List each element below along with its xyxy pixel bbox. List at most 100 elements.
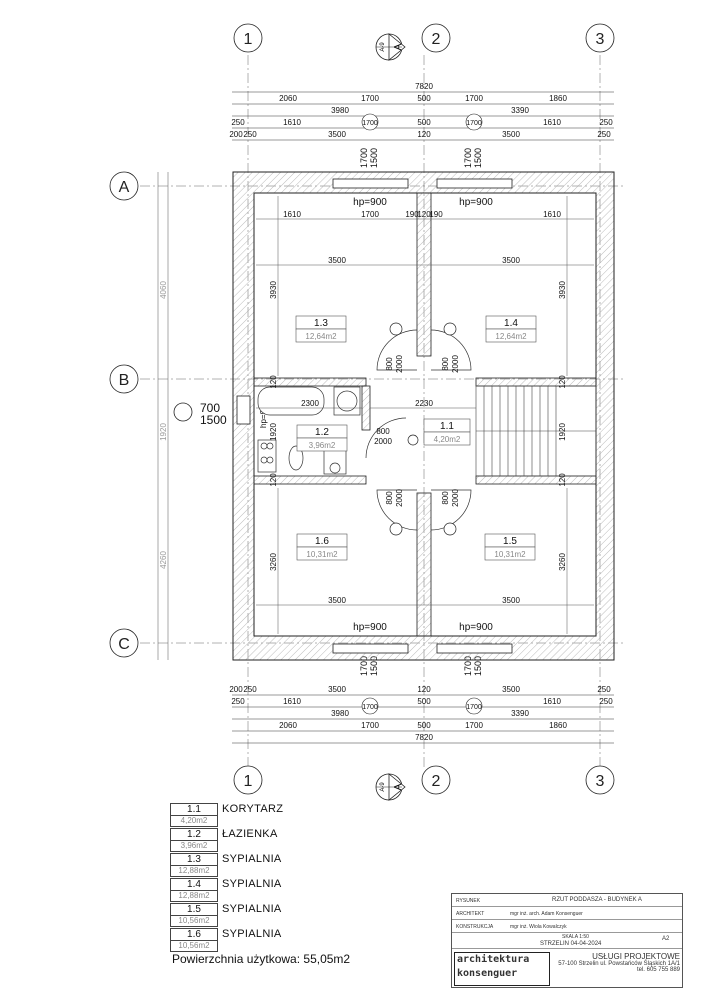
svg-text:A: A [393, 783, 404, 790]
legend-room-id: 1.5 [170, 903, 218, 915]
grid-col-1-bottom: 1 [244, 773, 253, 790]
room-1-2-area: 3,96m2 [309, 441, 336, 450]
door-800-tl: 800 [385, 357, 394, 371]
inner-dim-1610-l: 1610 [283, 210, 301, 219]
left-dimension-chain [157, 172, 169, 660]
dim-b-r2-a: 3980 [331, 709, 349, 718]
roof-window-1500-tr: 1500 [473, 148, 483, 168]
grid-row-a: A [119, 179, 130, 196]
dim-r3-a: 250 [231, 118, 245, 127]
room-legend: 1.1 4,20m2 KORYTARZ 1.2 3,96m2 ŁAZIENKA … [170, 803, 420, 953]
room-1-1-area: 4,20m2 [434, 435, 461, 444]
dim-r4-c: 3500 [328, 130, 346, 139]
dim-b-r2-b: 3390 [511, 709, 529, 718]
door-2000-bl: 2000 [395, 489, 404, 507]
legend-room-area: 4,20m2 [170, 815, 218, 827]
tb-drawing-title: RZUT PODDASZA - BUDYNEK A [552, 897, 642, 903]
circled-1700-d: 1700 [466, 704, 482, 711]
legend-row: 1.5 10,56m2 SYPIALNIA [170, 903, 420, 928]
roof-window-1500-tl: 1500 [369, 148, 379, 168]
company-info: USŁUGI PROJEKTOWE 57-100 Strzelin ul. Po… [552, 952, 680, 973]
door-2000-br: 2000 [451, 489, 460, 507]
door-800-tr: 800 [441, 357, 450, 371]
dim-r3-e: 250 [599, 118, 613, 127]
company-name: USŁUGI PROJEKTOWE [592, 952, 680, 961]
room-depth-tr: 3930 [558, 281, 567, 299]
roof-window-1700-br: 1700 [463, 656, 473, 676]
legend-row: 1.3 12,88m2 SYPIALNIA [170, 853, 420, 878]
dim-r4-b: 250 [243, 130, 257, 139]
dim-r4-f: 250 [597, 130, 611, 139]
dim-b-r4-f: 250 [597, 685, 611, 694]
room-1-1-id: 1.1 [440, 421, 454, 432]
dim-b-r1-a: 2060 [279, 721, 297, 730]
legend-room-id: 1.1 [170, 803, 218, 815]
inner-dimension-lines [256, 196, 594, 634]
dim-b-r4-a: 200 [229, 685, 243, 694]
svg-text:A-9: A-9 [380, 782, 386, 792]
dim-r4-e: 3500 [502, 130, 520, 139]
room-width-bottom-l: 3500 [328, 596, 346, 605]
tb-person-architect: mgr inż. arch. Adam Konsenguer [510, 911, 583, 917]
hp-label-bl: hp=900 [353, 622, 387, 633]
roof-window-1500-br: 1500 [473, 656, 483, 676]
total-usable-area: Powierzchnia użytkowa: 55,05m2 [172, 952, 351, 966]
tb-sheet: A2 [662, 936, 670, 942]
dim-b-r3-c: 500 [417, 697, 431, 706]
legend-room-name: SYPIALNIA [222, 903, 282, 915]
svg-text:A: A [393, 43, 404, 50]
roof-windows [332, 178, 513, 654]
legend-room-id: 1.4 [170, 878, 218, 890]
inner-dim-1700-l: 1700 [361, 210, 379, 219]
legend-row: 1.4 12,88m2 SYPIALNIA [170, 878, 420, 903]
inner-dim-190-l: 190 [405, 210, 419, 219]
dim-r2-a: 3980 [331, 106, 349, 115]
legend-room-id: 1.6 [170, 928, 218, 940]
dimension-lines-top [232, 91, 614, 141]
title-block: RYSUNEK RZUT PODDASZA - BUDYNEK A ARCHIT… [451, 893, 683, 988]
inner-dim-1610-r: 1610 [543, 210, 561, 219]
ext-window-700: 700 [200, 401, 220, 415]
dim-r1-a: 2060 [279, 94, 297, 103]
circled-1700-c: 1700 [362, 704, 378, 711]
legend-room-area: 10,56m2 [170, 940, 218, 952]
room-depth-bl: 3260 [269, 553, 278, 571]
legend-room-name: SYPIALNIA [222, 878, 282, 890]
dim-r1-d: 1700 [465, 94, 483, 103]
tb-scale: SKALA 1:50 [562, 934, 589, 940]
company-logo: architektura konsenguer [454, 952, 550, 986]
logo-line-top: architektura [457, 954, 530, 965]
legend-room-id: 1.3 [170, 853, 218, 865]
hp-label-br: hp=900 [459, 622, 493, 633]
dim-r3-c: 500 [417, 118, 431, 127]
light-fixtures [389, 322, 457, 536]
room-1-4-area: 12,64m2 [495, 332, 527, 341]
tb-role-construction: KONSTRUKCJA [456, 924, 494, 930]
room-depth-br: 3260 [558, 553, 567, 571]
dimension-lines-bottom [232, 694, 614, 744]
room-1-6-area: 10,31m2 [306, 550, 338, 559]
interior-walls [253, 192, 597, 637]
dim-r3-d: 1610 [543, 118, 561, 127]
circled-1700-a: 1700 [362, 120, 378, 127]
grid-bubbles [109, 23, 615, 795]
exterior-window-left [173, 395, 251, 425]
door-800-bath: 800 [376, 427, 390, 436]
hp-label-tl: hp=900 [353, 197, 387, 208]
company-phone: tel. 605 755 889 [636, 967, 680, 973]
dim-r1-c: 500 [417, 94, 431, 103]
legend-row: 1.2 3,96m2 ŁAZIENKA [170, 828, 420, 853]
offset-120-c: 120 [558, 375, 567, 389]
dim-overall-top: 7820 [415, 82, 433, 91]
section-marker-bottom: A A-9 [375, 773, 406, 801]
tb-role-architect: ARCHITEKT [456, 911, 485, 917]
legend-room-area: 12,88m2 [170, 865, 218, 877]
offset-120-d: 120 [558, 473, 567, 487]
offset-120-b: 120 [269, 473, 278, 487]
room-labels [295, 315, 537, 561]
door-2000-tr: 2000 [451, 355, 460, 373]
room-width-top-r: 3500 [502, 256, 520, 265]
room-1-5-area: 10,31m2 [494, 550, 526, 559]
dim-b-r1-d: 1700 [465, 721, 483, 730]
